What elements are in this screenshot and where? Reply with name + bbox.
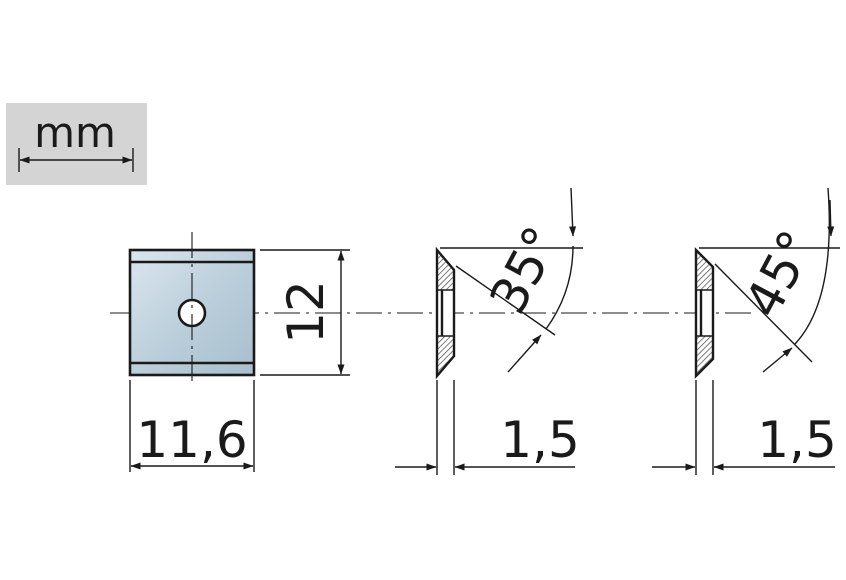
angle-45-arrow-bottom — [762, 347, 793, 373]
thickness-35-label: 1,5 — [500, 411, 580, 469]
insert-front-view: 11,6 12 — [128, 232, 350, 472]
angle-45-arrow-curve — [794, 187, 831, 345]
side-view-35-top-hatch — [436, 247, 455, 291]
unit-badge-background — [6, 103, 147, 185]
insert-side-view-45: 1,5 45° — [652, 187, 840, 475]
angle-35-arrow-bottom — [507, 334, 542, 373]
width-dimension-label: 11,6 — [136, 411, 247, 469]
side-view-35-bottom-hatch — [436, 335, 455, 379]
side-view-45-top-hatch — [695, 248, 714, 291]
angle-45-label: 45° — [734, 221, 827, 326]
angle-35-arrow-top — [569, 187, 577, 237]
angle-35-arc — [545, 245, 574, 330]
height-dimension-label: 12 — [277, 280, 335, 344]
angle-45-bevel-line — [714, 263, 813, 363]
side-view-45-bottom-hatch — [695, 335, 714, 378]
angle-45-arrow-top — [827, 199, 835, 237]
unit-badge: mm — [6, 103, 147, 185]
angle-35-label: 35° — [479, 217, 572, 322]
unit-label: mm — [34, 108, 116, 157]
insert-side-view-35: 1,5 35° — [395, 187, 583, 475]
thickness-45-label: 1,5 — [757, 411, 837, 469]
angle-35-bevel-line — [455, 265, 556, 336]
